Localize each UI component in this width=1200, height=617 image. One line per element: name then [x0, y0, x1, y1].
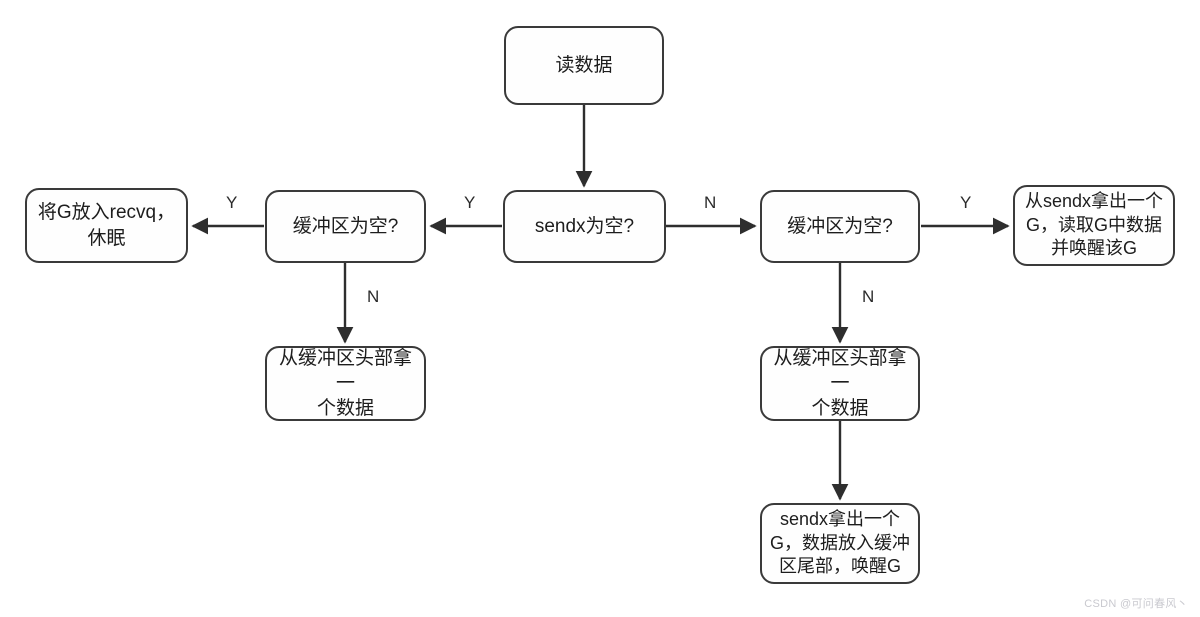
- edge-label-sendx-empty-yes: Y: [464, 193, 476, 212]
- node-take-from-buffer-head-left[interactable]: 从缓冲区头部拿一 个数据: [265, 346, 426, 421]
- edge-label-sendx-empty-no: N: [704, 193, 717, 212]
- edge-label-buffer-empty-left-no: N: [367, 287, 380, 306]
- edge-label-buffer-empty-left-yes: Y: [226, 193, 238, 212]
- node-take-g-from-sendx-read-and-wake[interactable]: 从sendx拿出一个 G，读取G中数据 并唤醒该G: [1013, 185, 1175, 266]
- node-buffer-empty-right[interactable]: 缓冲区为空?: [760, 190, 920, 263]
- csdn-watermark: CSDN @可问春风丶: [1084, 598, 1188, 610]
- node-put-g-in-recvq-sleep[interactable]: 将G放入recvq， 休眠: [25, 188, 188, 263]
- edge-label-buffer-empty-right-no: N: [862, 287, 875, 306]
- edge-label-buffer-empty-right-yes: Y: [960, 193, 972, 212]
- node-sendx-take-g-put-data-to-buffer-tail-wake[interactable]: sendx拿出一个 G，数据放入缓冲 区尾部，唤醒G: [760, 503, 920, 584]
- node-sendx-empty[interactable]: sendx为空?: [503, 190, 666, 263]
- node-take-from-buffer-head-right[interactable]: 从缓冲区头部拿一 个数据: [760, 346, 920, 421]
- node-buffer-empty-left[interactable]: 缓冲区为空?: [265, 190, 426, 263]
- node-read[interactable]: 读数据: [504, 26, 664, 105]
